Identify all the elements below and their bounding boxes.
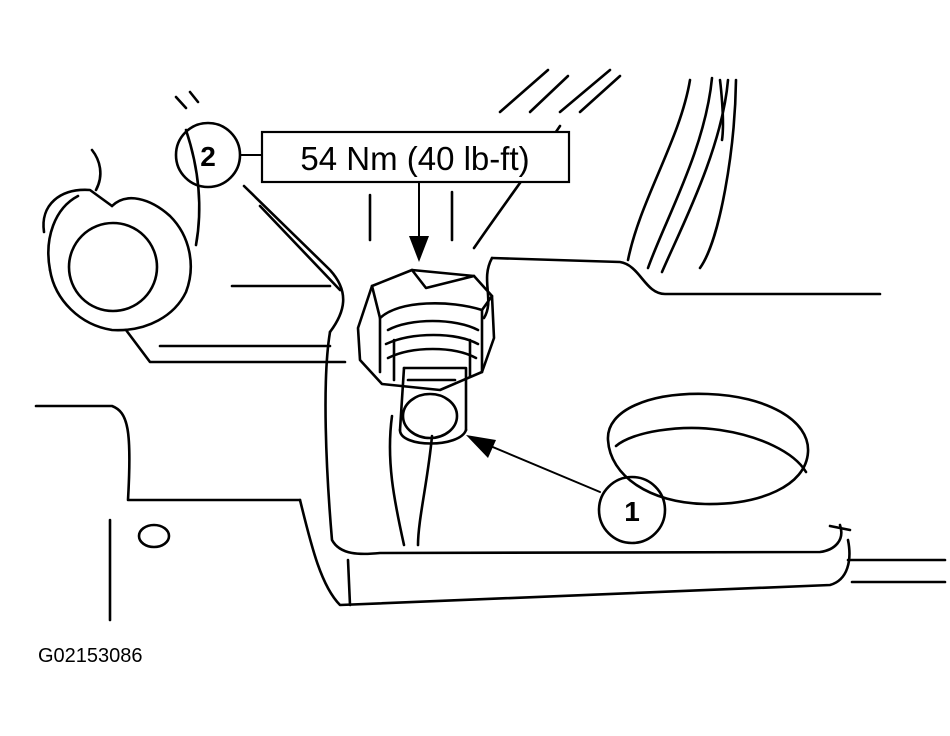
boss-hole [67, 221, 159, 313]
callout-number: 2 [200, 141, 216, 172]
callout-2: 2 54 Nm (40 lb-ft) [174, 121, 571, 262]
lower-flange [34, 330, 947, 622]
housing-arm [124, 184, 454, 364]
housing-body [482, 76, 882, 320]
callout-number: 1 [624, 496, 640, 527]
torque-label: 54 Nm (40 lb-ft) [300, 140, 529, 177]
figure-id: G02153086 [38, 645, 143, 667]
mounting-boss [42, 90, 201, 332]
callout-1: 1 [466, 435, 667, 545]
housing-opening [606, 392, 810, 506]
callout-circle [597, 475, 667, 545]
drain-plug [356, 268, 496, 445]
flange-hole [137, 523, 171, 549]
torque-box [260, 130, 571, 184]
casting-lines [388, 414, 434, 547]
leader-arrow [475, 439, 601, 493]
